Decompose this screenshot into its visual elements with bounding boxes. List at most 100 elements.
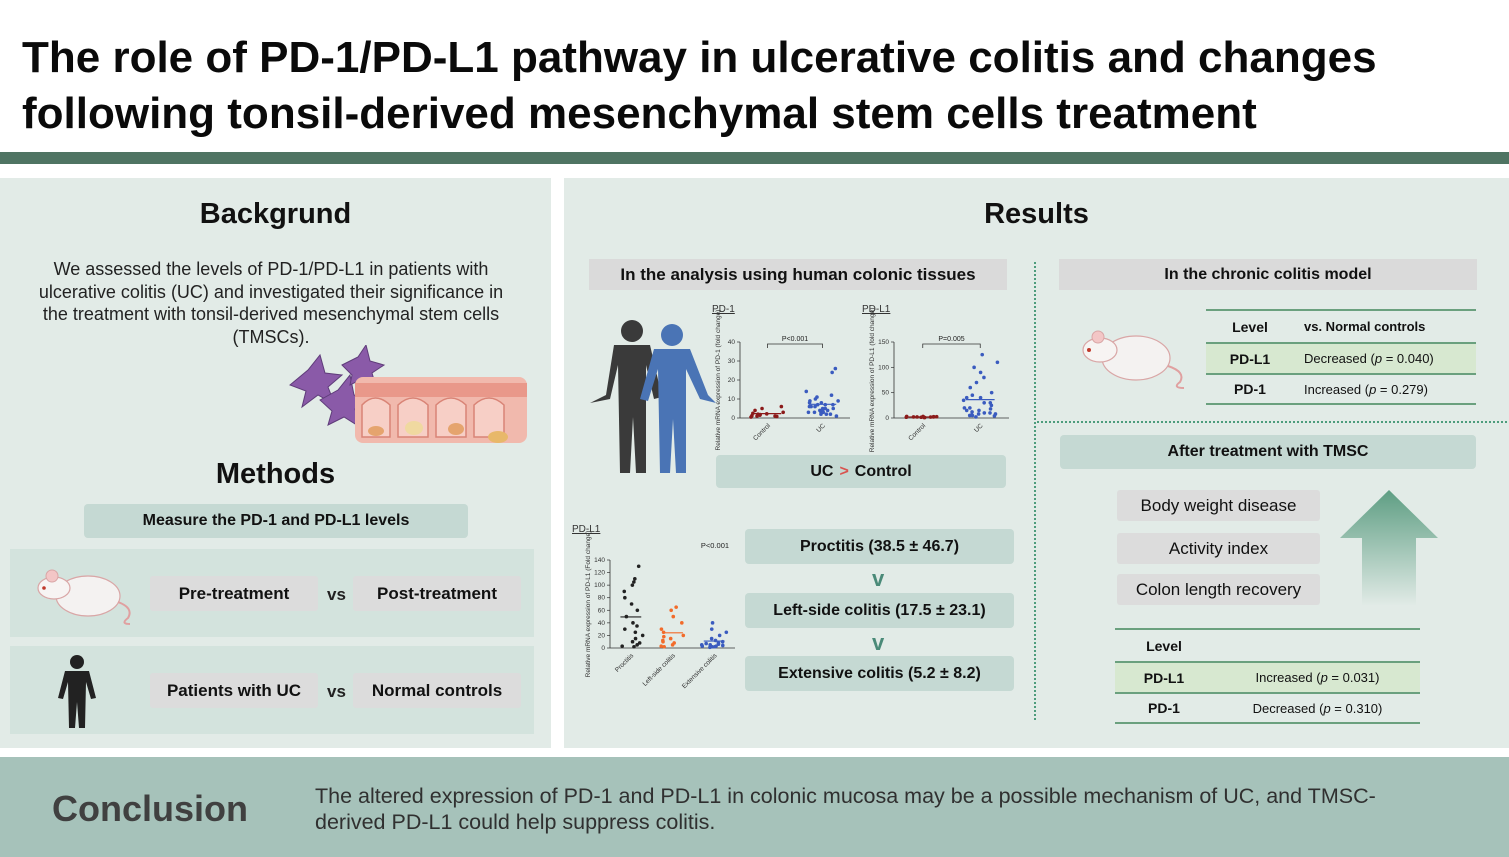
data-point <box>964 408 969 413</box>
chevron-down-icon: v <box>872 566 885 591</box>
methods-heading: Methods <box>215 458 336 490</box>
data-point <box>961 398 966 403</box>
p-value: (p = 0.040) <box>1370 351 1434 366</box>
data-point <box>830 370 834 375</box>
proctitis-box: Proctitis (38.5 ± 46.7) <box>745 529 1014 564</box>
x-tick-label: UC <box>815 422 827 434</box>
data-point <box>988 407 993 411</box>
data-point <box>978 370 983 375</box>
data-point <box>720 643 725 648</box>
patients-uc-box: Patients with UC <box>150 673 318 708</box>
recovery-item: Colon length recovery <box>1117 574 1320 605</box>
y-tick-label: 150 <box>878 339 889 346</box>
data-point <box>974 415 978 419</box>
normal-controls-box: Normal controls <box>353 673 521 708</box>
y-tick-label: 100 <box>878 364 889 371</box>
conclusion-heading: Conclusion <box>52 788 248 829</box>
results-vertical-divider <box>1034 262 1036 720</box>
data-point <box>970 393 975 397</box>
vs-label: vs <box>327 682 346 701</box>
y-tick-label: 100 <box>594 582 605 589</box>
data-point <box>659 644 664 648</box>
data-point <box>976 412 981 416</box>
data-point <box>982 375 986 380</box>
table-row-change: Increased (p = 0.031) <box>1215 662 1420 693</box>
table-header-level: Level <box>1146 637 1182 654</box>
x-tick-label: Control <box>752 422 772 442</box>
y-tick-label: 30 <box>728 358 736 365</box>
table-rule <box>1206 373 1476 375</box>
data-point <box>781 410 785 415</box>
table-row-level: PD-1 <box>1234 381 1266 397</box>
conclusion-band <box>0 757 1509 857</box>
data-point <box>632 644 636 649</box>
data-point <box>815 395 819 399</box>
increase-arrow-icon <box>1340 490 1438 606</box>
data-point <box>980 352 985 357</box>
data-point <box>775 414 779 419</box>
chevron-down-icon: v <box>872 630 885 655</box>
p-value: (p = 0.310) <box>1319 700 1383 716</box>
data-point <box>633 636 638 641</box>
data-point <box>753 408 757 413</box>
significance-bracket <box>767 343 823 348</box>
data-point <box>680 621 684 625</box>
measure-levels-box: Measure the PD-1 and PD-L1 levels <box>84 504 468 538</box>
table-row-change: Increased (p = 0.279) <box>1304 374 1474 404</box>
table-row-change: Decreased (p = 0.040) <box>1304 343 1474 374</box>
y-tick-label: 60 <box>598 607 606 614</box>
dark-human-icon <box>590 320 662 473</box>
table-rule <box>1115 692 1420 694</box>
data-point <box>982 411 987 415</box>
data-point <box>662 644 666 649</box>
human-icon <box>58 655 96 728</box>
data-point <box>662 634 666 639</box>
data-point <box>622 589 627 594</box>
data-point <box>661 638 665 643</box>
change-text: Decreased <box>1252 700 1316 716</box>
background-heading: Backgrund <box>199 198 352 230</box>
p-value: (p = 0.279) <box>1364 381 1428 397</box>
data-point <box>813 404 817 409</box>
data-point <box>717 633 722 638</box>
data-point <box>668 636 673 641</box>
table-row-level: PD-L1 <box>1229 350 1271 367</box>
table-rule <box>1206 342 1476 344</box>
blue-human-icon <box>640 324 716 473</box>
data-point <box>630 639 635 644</box>
human-tissue-header: In the analysis using human colonic tiss… <box>589 259 1007 290</box>
y-tick-label: 50 <box>882 390 890 397</box>
mouse-icon <box>37 569 131 625</box>
data-point <box>632 580 636 584</box>
table-row-highlight <box>1206 342 1476 373</box>
data-point <box>995 360 1000 365</box>
data-point <box>623 595 627 600</box>
data-point <box>972 365 976 370</box>
data-point <box>819 412 823 416</box>
table-rule <box>1206 309 1476 311</box>
data-point <box>831 406 836 411</box>
data-point <box>620 644 624 648</box>
data-point <box>833 366 838 371</box>
data-point <box>808 399 812 403</box>
data-point <box>824 412 829 416</box>
table-rule <box>1115 722 1420 724</box>
change-text: Decreased <box>1304 351 1367 366</box>
conclusion-text: The altered expression of PD-1 and PD-L1… <box>315 784 1376 834</box>
tmsc-header: After treatment with TMSC <box>1060 435 1476 469</box>
x-tick-label: Control <box>907 422 927 442</box>
data-point <box>977 408 981 413</box>
post-treatment-box: Post-treatment <box>353 576 521 611</box>
data-point <box>804 389 809 394</box>
control-label: Control <box>854 462 912 480</box>
data-point <box>700 644 705 648</box>
table-rule <box>1115 661 1420 663</box>
data-point <box>819 401 824 405</box>
data-point <box>974 380 979 385</box>
data-point <box>635 624 639 628</box>
data-point <box>989 390 994 395</box>
x-tick-label: Left-side colitis <box>642 652 678 688</box>
y-axis-label: Relative mRNA expression of PD-1 (fold c… <box>715 310 722 451</box>
data-point <box>672 641 676 645</box>
